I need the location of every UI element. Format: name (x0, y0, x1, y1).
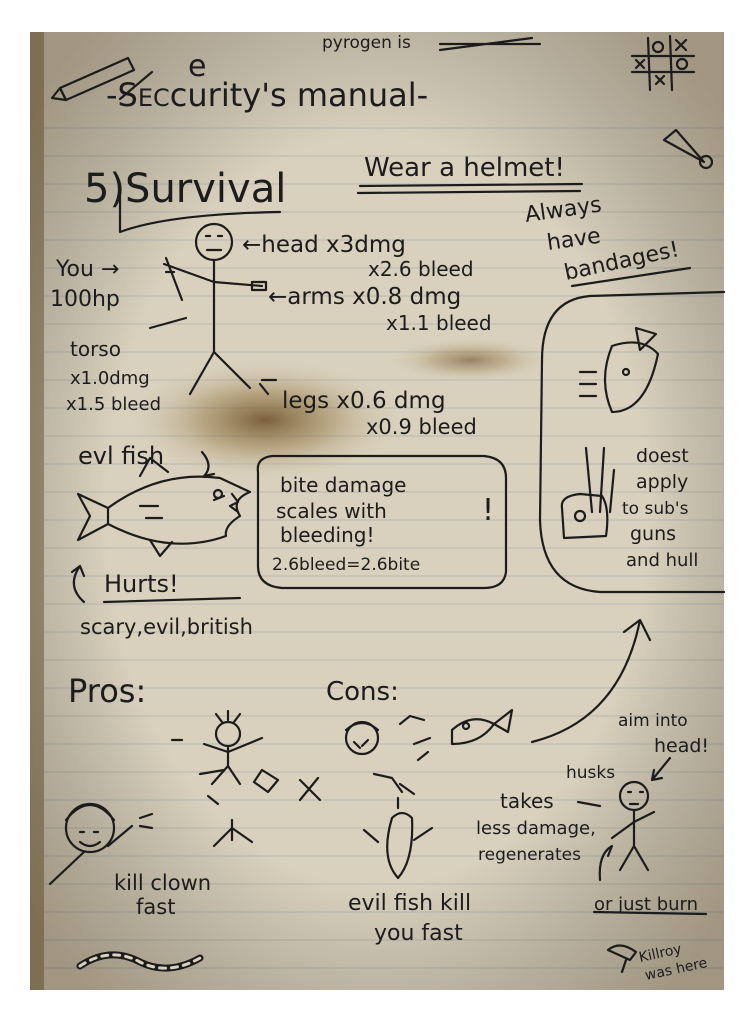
evil-fish-icon (76, 456, 252, 558)
section-title: 5)Survival (84, 166, 286, 212)
sub-info-bubble (538, 290, 726, 594)
hp-label: 100hp (50, 287, 120, 312)
player-stickman-icon (162, 222, 268, 396)
husk-trait-line-1: takes (500, 789, 554, 813)
title-prefix: -S (106, 76, 138, 114)
pros-caption-line-1: kill clown (114, 871, 211, 895)
pros-heading: Pros: (68, 672, 146, 710)
pros-caption-line-2: fast (136, 895, 175, 919)
sub-gun-turret-icon (560, 446, 616, 540)
cons-caption-line-1: evil fish kill (348, 891, 471, 916)
hurts-underline (102, 596, 242, 604)
torso-stats-line-2: x1.0dmg (70, 368, 150, 389)
fish-description: scary,evil,british (80, 615, 253, 639)
paper-vignette (30, 32, 724, 990)
torso-pointer (148, 316, 188, 330)
bite-box-line-1: bite damage (280, 473, 406, 497)
bite-box-line-4: 2.6bleed=2.6bite (272, 555, 420, 575)
head-stats-line-1: ←head x3dmg (242, 232, 406, 258)
hurts-label: Hurts! (104, 570, 179, 598)
cons-heading: Cons: (326, 677, 399, 707)
takes-arrow (576, 800, 602, 808)
page-title: -SECcurity's manual- (106, 76, 428, 114)
head-stats-line-2: x2.6 bleed (368, 257, 474, 281)
husk-stickman-icon (610, 780, 656, 872)
aim-arrow (650, 756, 672, 782)
legs-stats-line-1: legs x0.6 dmg (282, 388, 446, 414)
clown-stickman-icon (170, 709, 264, 786)
fish-pointer-arrow (200, 450, 216, 478)
hurts-arrow (70, 564, 86, 604)
sub-note-line-4: guns (630, 523, 676, 545)
sub-note-line-5: and hull (626, 550, 698, 571)
title-correction: e (188, 49, 206, 84)
bite-box-mark: ! (482, 493, 494, 528)
cons-caption-line-2: you fast (374, 921, 463, 946)
tip-helmet: Wear a helmet! (364, 153, 565, 183)
burn-note: or just burn (594, 894, 698, 915)
sub-note-line-3: to sub's (622, 499, 689, 519)
fish-label: evl fish (78, 442, 164, 470)
bandages-underline (570, 266, 692, 288)
title-strike (118, 70, 154, 101)
sub-note-line-1: doest (636, 445, 689, 467)
tic-tac-toe-doodle-icon (630, 34, 696, 92)
husk-trait-line-2: less damage, (476, 818, 596, 839)
arms-stats-line-1: ←arms x0.8 dmg (268, 284, 461, 310)
bite-box-line-2: scales with (276, 499, 387, 523)
section-bracket (118, 188, 282, 234)
burn-underline (592, 910, 708, 916)
upright-fish-icon (362, 796, 434, 880)
legs-arrow (258, 378, 278, 396)
top-note-text: pyrogen is (322, 33, 411, 53)
title-suffix: curity's manual- (170, 76, 428, 114)
title-struck: EC (138, 84, 170, 112)
burn-stain-small (390, 338, 550, 382)
sub-note-line-2: apply (636, 471, 688, 493)
burn-arrow (598, 844, 614, 882)
helmet-underline (356, 182, 584, 195)
legs-stats-line-2: x0.9 bleed (366, 415, 477, 439)
aim-note-line-2: head! (654, 735, 709, 757)
burn-stain (130, 360, 400, 480)
y-shape-doodle (212, 818, 254, 848)
husk-trait-line-3: regenerates (478, 845, 581, 865)
aim-note-line-1: aim into (618, 711, 688, 731)
small-fish-icon (450, 708, 514, 746)
torso-stats-line-1: torso (70, 337, 121, 361)
killroy-face-icon (606, 944, 638, 974)
cons-debris (372, 714, 432, 796)
big-arrow (530, 618, 652, 744)
fish-fragment-icon (578, 326, 660, 414)
husks-label: husks (566, 763, 615, 783)
bite-damage-box (256, 454, 508, 590)
security-officer-icon (48, 802, 154, 886)
arms-stats-line-2: x1.1 bleed (386, 311, 492, 335)
scribble-strike (438, 36, 542, 52)
bite-box-line-3: bleeding! (280, 523, 375, 547)
you-label: You → (55, 257, 119, 282)
clown-debris (198, 768, 322, 806)
torso-stats-line-3: x1.5 bleed (66, 394, 161, 415)
pizza-slice-doodle-icon (662, 128, 714, 170)
dead-helmet-icon (344, 720, 380, 756)
pencil-doodle-icon (50, 56, 136, 102)
